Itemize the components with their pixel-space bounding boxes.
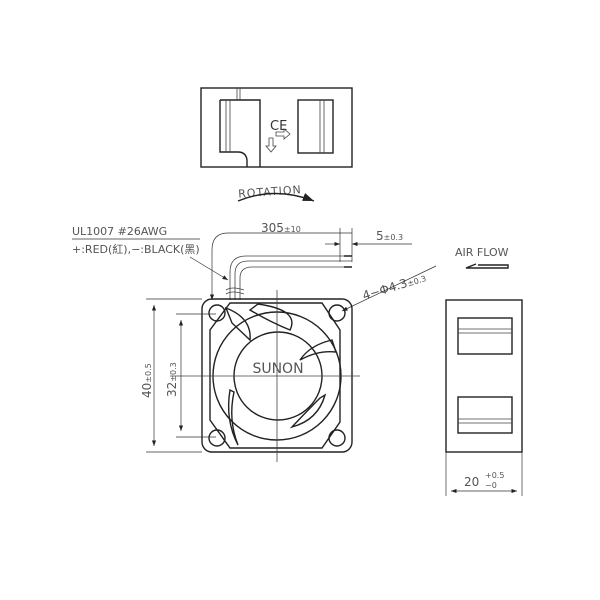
thickness: 20 (464, 475, 479, 489)
side-view (445, 299, 523, 453)
hole-pitch: 32±0.3 (165, 362, 179, 397)
airflow-label: AIR FLOW (455, 246, 509, 259)
wire-spec: UL1007 #26AWG (72, 225, 167, 238)
brand-label: SUNON (252, 361, 303, 377)
lead-wires (225, 255, 352, 300)
front-view: SUNON (170, 290, 360, 462)
arrow-right-icon (275, 128, 291, 140)
wire-colors: +:RED(紅),−:BLACK(黑) (72, 243, 200, 256)
frame-size: 40±0.5 (140, 363, 154, 398)
top-view: CE (200, 87, 353, 168)
thickness-tol-minus: −0 (485, 481, 497, 490)
lead-length: 305±10 (261, 221, 301, 235)
thickness-tol-plus: +0.5 (485, 471, 504, 480)
arrow-down-icon (265, 137, 277, 153)
ce-mark: CE (270, 119, 287, 134)
airflow-arrow-icon (465, 263, 509, 269)
rotation-indicator: ROTATION (237, 183, 315, 202)
strip-length: 5±0.3 (376, 229, 403, 243)
